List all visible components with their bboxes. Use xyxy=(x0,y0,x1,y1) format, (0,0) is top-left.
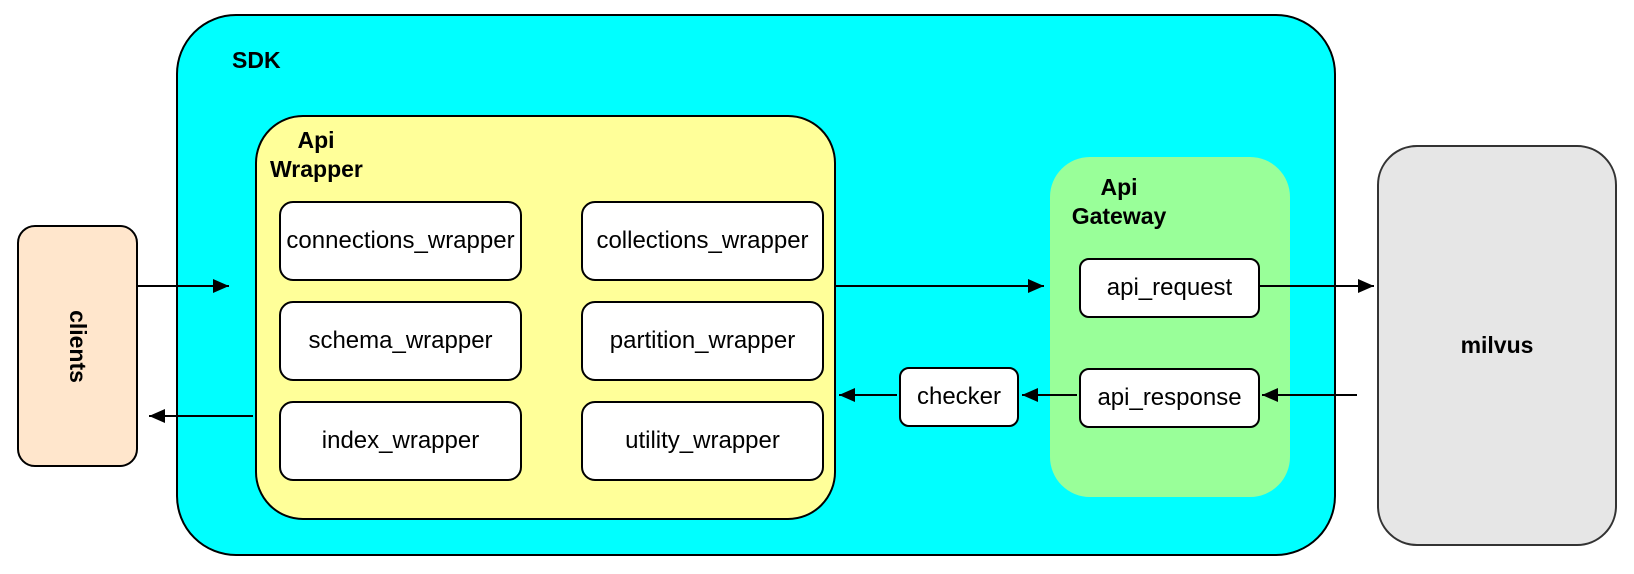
module-utility-wrapper: utility_wrapper xyxy=(581,401,824,481)
api-wrapper-label-line1: Api xyxy=(297,127,335,153)
api-gateway-label-line2: Gateway xyxy=(1071,203,1167,229)
api-response-node: api_response xyxy=(1079,368,1260,428)
module-collections-wrapper: collections_wrapper xyxy=(581,201,824,281)
api-wrapper-label: Api Wrapper xyxy=(270,126,363,184)
milvus-node: milvus xyxy=(1377,145,1617,546)
sdk-container: SDK Api Wrapper connections_wrapper coll… xyxy=(176,14,1336,556)
checker-node: checker xyxy=(899,367,1019,427)
milvus-label: milvus xyxy=(1460,332,1534,358)
api-gateway-label: Api Gateway xyxy=(1066,173,1172,231)
api-wrapper-label-line2: Wrapper xyxy=(270,156,363,182)
module-partition-wrapper: partition_wrapper xyxy=(581,301,824,381)
module-schema-wrapper: schema_wrapper xyxy=(279,301,522,381)
api-gateway-label-line1: Api xyxy=(1100,174,1138,200)
clients-label: clients xyxy=(65,309,91,383)
api-wrapper-container: Api Wrapper connections_wrapper collecti… xyxy=(255,115,836,520)
api-request-node: api_request xyxy=(1079,258,1260,318)
sdk-label: SDK xyxy=(232,47,281,73)
api-wrapper-modules: connections_wrapper collections_wrapper … xyxy=(279,201,824,481)
module-connections-wrapper: connections_wrapper xyxy=(279,201,522,281)
module-index-wrapper: index_wrapper xyxy=(279,401,522,481)
clients-node: clients xyxy=(17,225,138,467)
api-gateway-container: Api Gateway api_request api_response xyxy=(1050,157,1290,497)
